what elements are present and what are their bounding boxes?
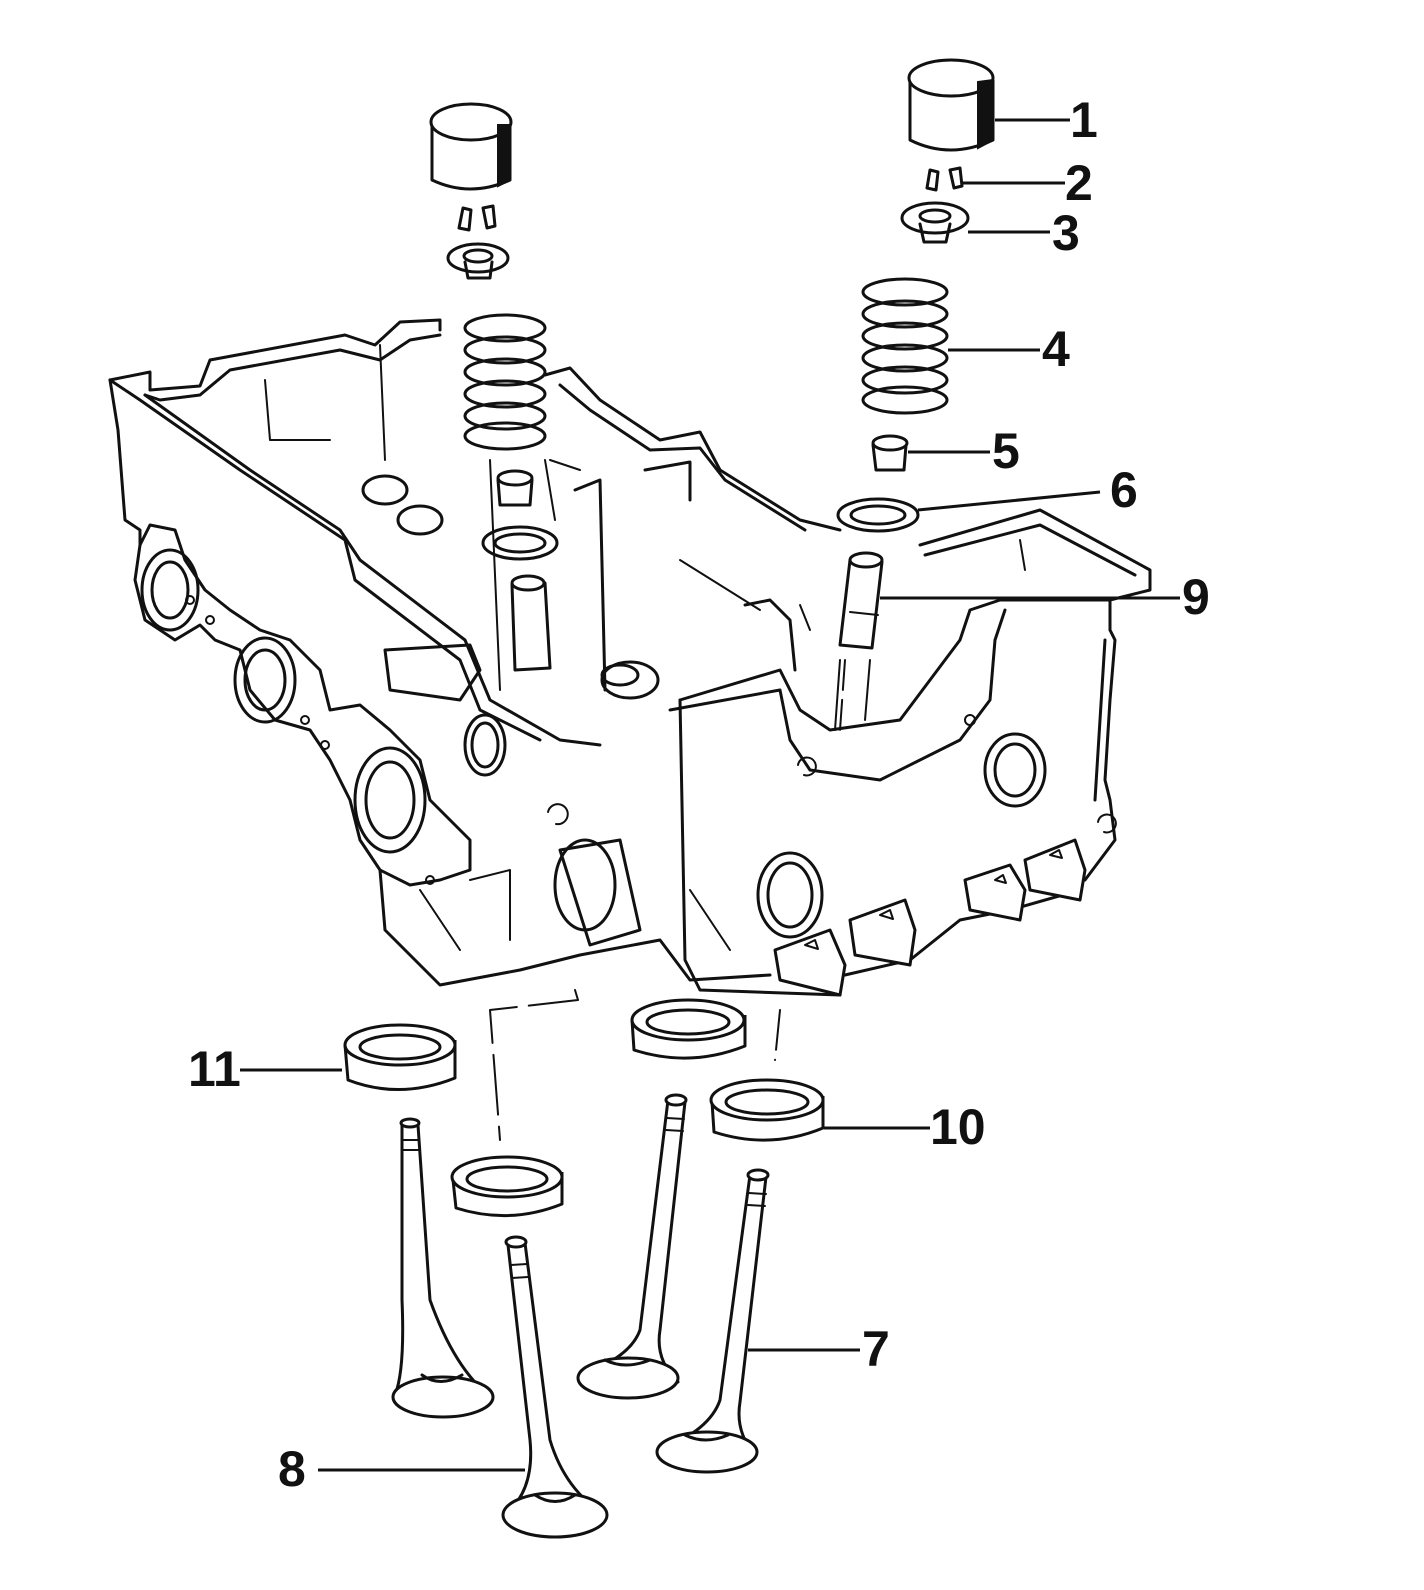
part-5-valve-stem-seal bbox=[871, 434, 909, 472]
callout-1: 1 bbox=[1070, 92, 1098, 148]
part-11-valve-seat-ring bbox=[343, 1023, 457, 1092]
callout-6: 6 bbox=[1110, 462, 1138, 518]
valve-left bbox=[391, 1117, 495, 1419]
callout-numbers: 1 2 3 4 5 6 7 8 9 10 11 bbox=[188, 92, 1210, 1497]
leader-lines bbox=[240, 118, 1180, 1472]
callout-10: 10 bbox=[930, 1099, 986, 1155]
part-9-valve-guide bbox=[838, 551, 884, 650]
part-1-bucket-tappet bbox=[907, 58, 995, 152]
callout-8: 8 bbox=[278, 1441, 306, 1497]
part-8-exhaust-valve bbox=[501, 1235, 609, 1539]
callout-4: 4 bbox=[1042, 321, 1070, 377]
callout-2: 2 bbox=[1065, 155, 1093, 211]
cylinder-head bbox=[108, 318, 1152, 997]
part-3-spring-retainer bbox=[900, 201, 970, 244]
assembly-guide-lines bbox=[489, 459, 846, 1141]
part-6-spring-seat-washer bbox=[836, 497, 920, 533]
callout-9: 9 bbox=[1182, 569, 1210, 625]
callout-7: 7 bbox=[862, 1321, 890, 1377]
callout-5: 5 bbox=[992, 423, 1020, 479]
valve-right-center bbox=[576, 1093, 688, 1400]
left-valve-stack bbox=[429, 102, 559, 672]
part-4-valve-spring bbox=[861, 277, 949, 415]
part-2-valve-collets bbox=[925, 166, 964, 192]
part-10-valve-seat-ring bbox=[709, 1078, 825, 1142]
callout-3: 3 bbox=[1052, 205, 1080, 261]
valve-seat-ring-right-upper bbox=[630, 998, 747, 1060]
part-7-intake-valve bbox=[655, 1168, 770, 1474]
left-valve-spring bbox=[463, 313, 547, 451]
callout-11: 11 bbox=[188, 1041, 241, 1097]
valve-seat-ring-left-lower bbox=[450, 1155, 564, 1218]
